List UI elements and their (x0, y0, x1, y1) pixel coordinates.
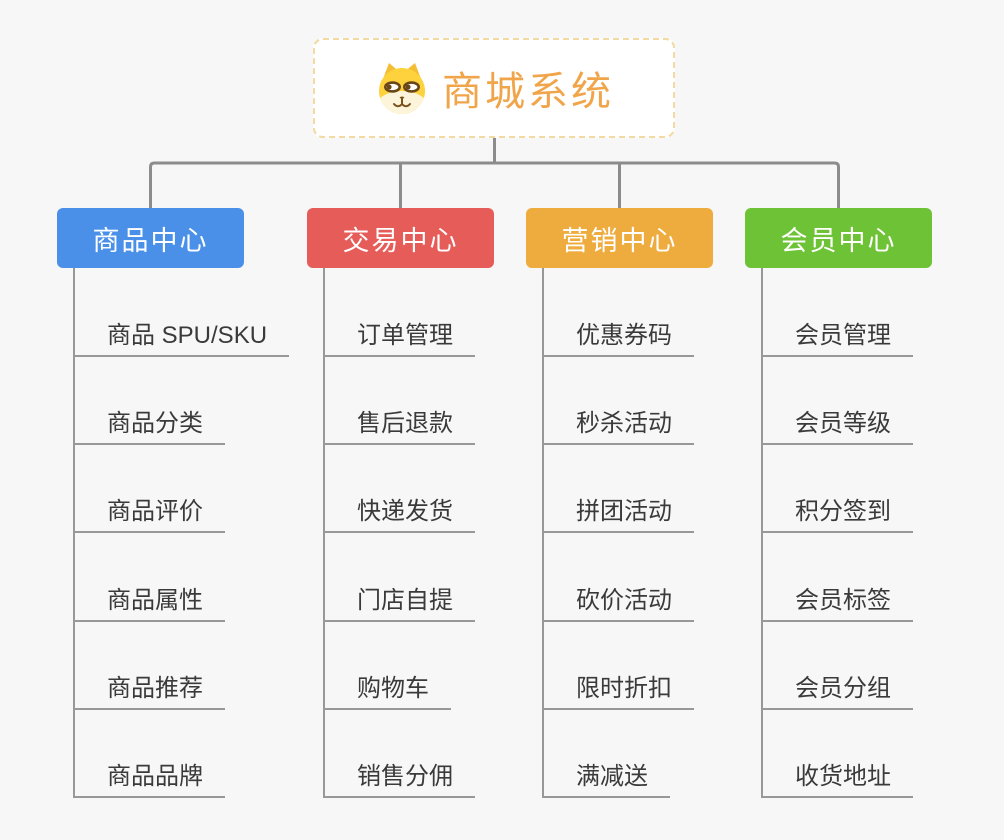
leaf-node[interactable]: 快递发货 (323, 497, 475, 533)
branch-trunk-line (73, 268, 75, 798)
leaf-node[interactable]: 会员标签 (761, 586, 913, 622)
leaf-node[interactable]: 拼团活动 (542, 497, 694, 533)
leaf-node[interactable]: 会员管理 (761, 321, 913, 357)
leaf-node[interactable]: 销售分佣 (323, 762, 475, 798)
branch-product-center: 商品中心 商品 SPU/SKU 商品分类 商品评价 商品属性 商品推荐 商品品牌 (57, 208, 317, 828)
branch-trunk-line (761, 268, 763, 798)
branch-node-product-center[interactable]: 商品中心 (57, 208, 244, 268)
leaf-node[interactable]: 商品分类 (73, 409, 225, 445)
branch-node-member-center[interactable]: 会员中心 (745, 208, 932, 268)
leaf-node[interactable]: 商品推荐 (73, 674, 225, 710)
fork-line (149, 161, 840, 208)
leaf-node[interactable]: 会员分组 (761, 674, 913, 710)
leaf-node[interactable]: 收货地址 (761, 762, 913, 798)
branch-member-center: 会员中心 会员管理 会员等级 积分签到 会员标签 会员分组 收货地址 (745, 208, 1004, 828)
branch-trunk-line (323, 268, 325, 798)
leaf-node[interactable]: 商品评价 (73, 497, 225, 533)
branch-node-marketing-center[interactable]: 营销中心 (526, 208, 713, 268)
leaf-node[interactable]: 积分签到 (761, 497, 913, 533)
leaf-node[interactable]: 秒杀活动 (542, 409, 694, 445)
root-title: 商城系统 (442, 70, 614, 114)
leaf-node[interactable]: 砍价活动 (542, 586, 694, 622)
leaf-node[interactable]: 限时折扣 (542, 674, 694, 710)
root-node[interactable]: 商城系统 (313, 38, 675, 138)
leaf-node[interactable]: 订单管理 (323, 321, 475, 357)
leaf-node[interactable]: 购物车 (323, 674, 451, 710)
branch-trunk-line (542, 268, 544, 798)
leaf-node[interactable]: 商品属性 (73, 586, 225, 622)
leaf-node[interactable]: 商品 SPU/SKU (73, 321, 290, 357)
branch-node-trade-center[interactable]: 交易中心 (307, 208, 494, 268)
leaf-node[interactable]: 优惠券码 (542, 321, 694, 357)
leaf-node[interactable]: 满减送 (542, 762, 670, 798)
leaf-node[interactable]: 门店自提 (323, 586, 475, 622)
shiba-dog-icon (374, 61, 430, 115)
branch-marketing-center: 营销中心 优惠券码 秒杀活动 拼团活动 砍价活动 限时折扣 满减送 (526, 208, 786, 828)
leaf-node[interactable]: 售后退款 (323, 409, 475, 445)
leaf-node[interactable]: 商品品牌 (73, 762, 225, 798)
leaf-node[interactable]: 会员等级 (761, 409, 913, 445)
branch-trade-center: 交易中心 订单管理 售后退款 快递发货 门店自提 购物车 销售分佣 (307, 208, 567, 828)
